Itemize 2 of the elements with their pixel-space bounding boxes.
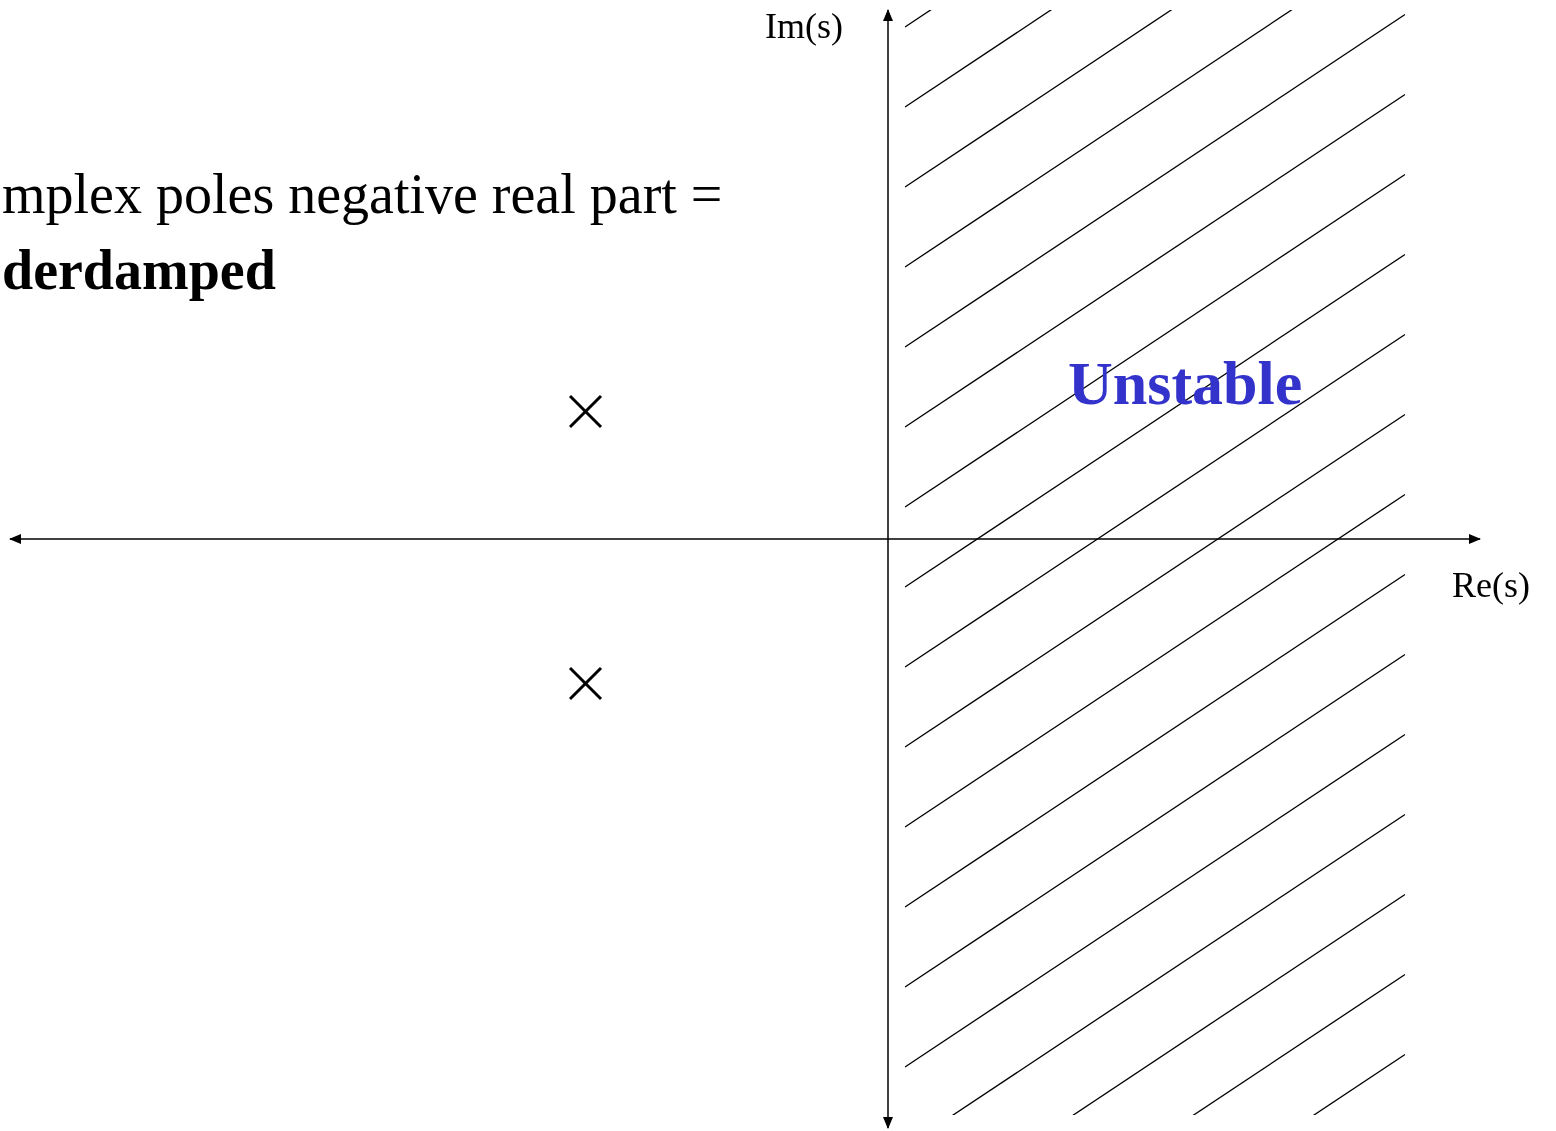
- axis-label: Re(s): [1452, 567, 1530, 603]
- axis-label: Im(s): [765, 8, 843, 44]
